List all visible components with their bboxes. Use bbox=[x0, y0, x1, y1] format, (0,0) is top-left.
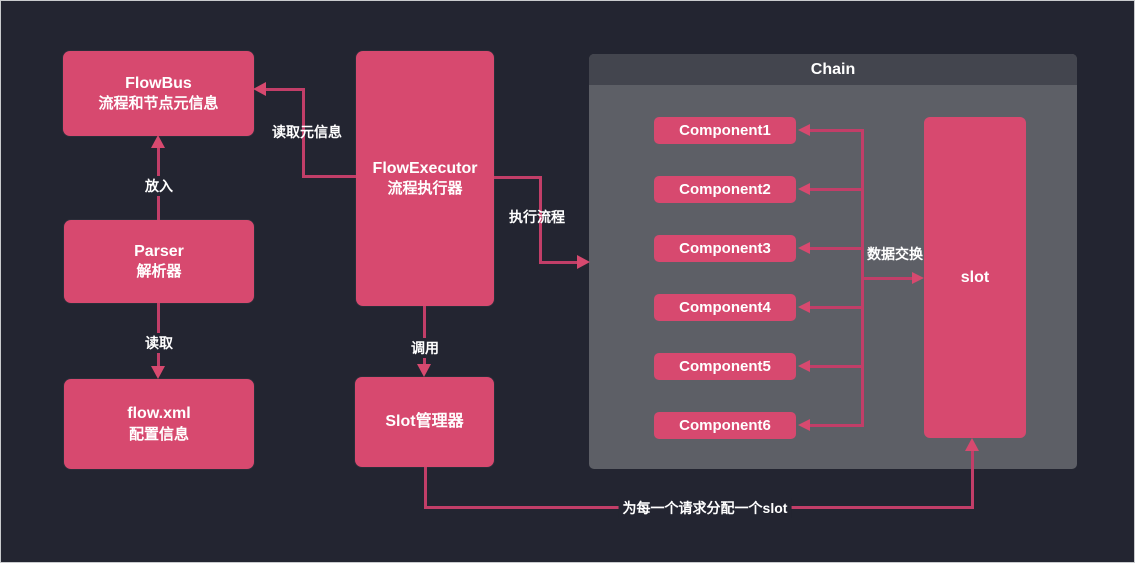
component-5-connector bbox=[810, 365, 863, 368]
node-flow-executor: FlowExecutor 流程执行器 bbox=[356, 51, 494, 306]
component-4: Component4 bbox=[654, 294, 796, 321]
component-3-arrowhead-icon bbox=[798, 242, 810, 254]
component-4-connector bbox=[810, 306, 863, 309]
edge-put-in-label: 放入 bbox=[141, 176, 177, 196]
edge-execute-flow-line-h1 bbox=[494, 176, 542, 179]
edge-read-meta-label: 读取元信息 bbox=[272, 124, 342, 140]
edge-invoke-line bbox=[423, 306, 426, 365]
component-2-connector bbox=[810, 188, 863, 191]
edge-allocate-slot-label: 为每一个请求分配一个slot bbox=[618, 498, 792, 518]
chain-container: Chain Component1 Component2 Component3 C… bbox=[589, 54, 1077, 469]
edge-allocate-slot-line-v1 bbox=[424, 467, 427, 509]
node-flow-executor-title: FlowExecutor bbox=[372, 159, 478, 177]
edge-allocate-slot-line-v2 bbox=[971, 449, 974, 509]
component-4-arrowhead-icon bbox=[798, 301, 810, 313]
component-6: Component6 bbox=[654, 412, 796, 439]
edge-execute-flow-label: 执行流程 bbox=[509, 209, 565, 225]
node-slot-title: slot bbox=[960, 268, 990, 286]
node-flow-xml-title: flow.xml bbox=[127, 405, 191, 423]
component-3: Component3 bbox=[654, 235, 796, 262]
edge-execute-flow-line-v bbox=[539, 176, 542, 264]
edge-execute-flow-arrowhead-icon bbox=[577, 255, 590, 269]
node-parser-title: Parser bbox=[134, 242, 184, 260]
component-6-connector bbox=[810, 424, 863, 427]
edge-read-meta-line-h2 bbox=[302, 175, 356, 178]
component-1: Component1 bbox=[654, 117, 796, 144]
edge-read-meta-line-v bbox=[302, 88, 305, 178]
component-2-arrowhead-icon bbox=[798, 183, 810, 195]
edge-execute-flow-line-h2 bbox=[539, 261, 579, 264]
edge-data-exchange-line bbox=[861, 277, 912, 280]
node-flowbus-title: FlowBus bbox=[125, 74, 192, 92]
edge-put-in-arrowhead-icon bbox=[151, 135, 165, 148]
edge-read-label: 读取 bbox=[141, 333, 177, 353]
edge-allocate-slot-arrowhead-icon bbox=[965, 438, 979, 451]
edge-read-meta-line-h1 bbox=[265, 88, 305, 91]
node-parser: Parser 解析器 bbox=[64, 220, 254, 303]
component-1-connector bbox=[810, 129, 863, 132]
edge-read-arrowhead-icon bbox=[151, 366, 165, 379]
component-5-arrowhead-icon bbox=[798, 360, 810, 372]
node-slot: slot bbox=[924, 117, 1026, 438]
node-flow-xml: flow.xml 配置信息 bbox=[64, 379, 254, 469]
node-flowbus: FlowBus 流程和节点元信息 bbox=[63, 51, 254, 136]
node-flow-executor-subtitle: 流程执行器 bbox=[387, 180, 463, 198]
component-3-connector bbox=[810, 247, 863, 250]
edge-invoke-label: 调用 bbox=[407, 338, 443, 358]
edge-read-meta-arrowhead-icon bbox=[253, 82, 266, 96]
edge-invoke-arrowhead-icon bbox=[417, 364, 431, 377]
node-slot-manager-title: Slot管理器 bbox=[385, 413, 464, 431]
edge-data-exchange-label: 数据交换 bbox=[867, 246, 923, 262]
node-slot-manager: Slot管理器 bbox=[355, 377, 494, 467]
component-1-arrowhead-icon bbox=[798, 124, 810, 136]
node-flow-xml-subtitle: 配置信息 bbox=[128, 425, 189, 443]
edge-data-exchange-arrowhead-icon bbox=[912, 272, 924, 284]
node-parser-subtitle: 解析器 bbox=[136, 263, 182, 281]
component-6-arrowhead-icon bbox=[798, 419, 810, 431]
component-5: Component5 bbox=[654, 353, 796, 380]
chain-title: Chain bbox=[810, 60, 856, 78]
node-flowbus-subtitle: 流程和节点元信息 bbox=[98, 95, 219, 113]
chain-header: Chain bbox=[589, 54, 1077, 85]
component-2: Component2 bbox=[654, 176, 796, 203]
